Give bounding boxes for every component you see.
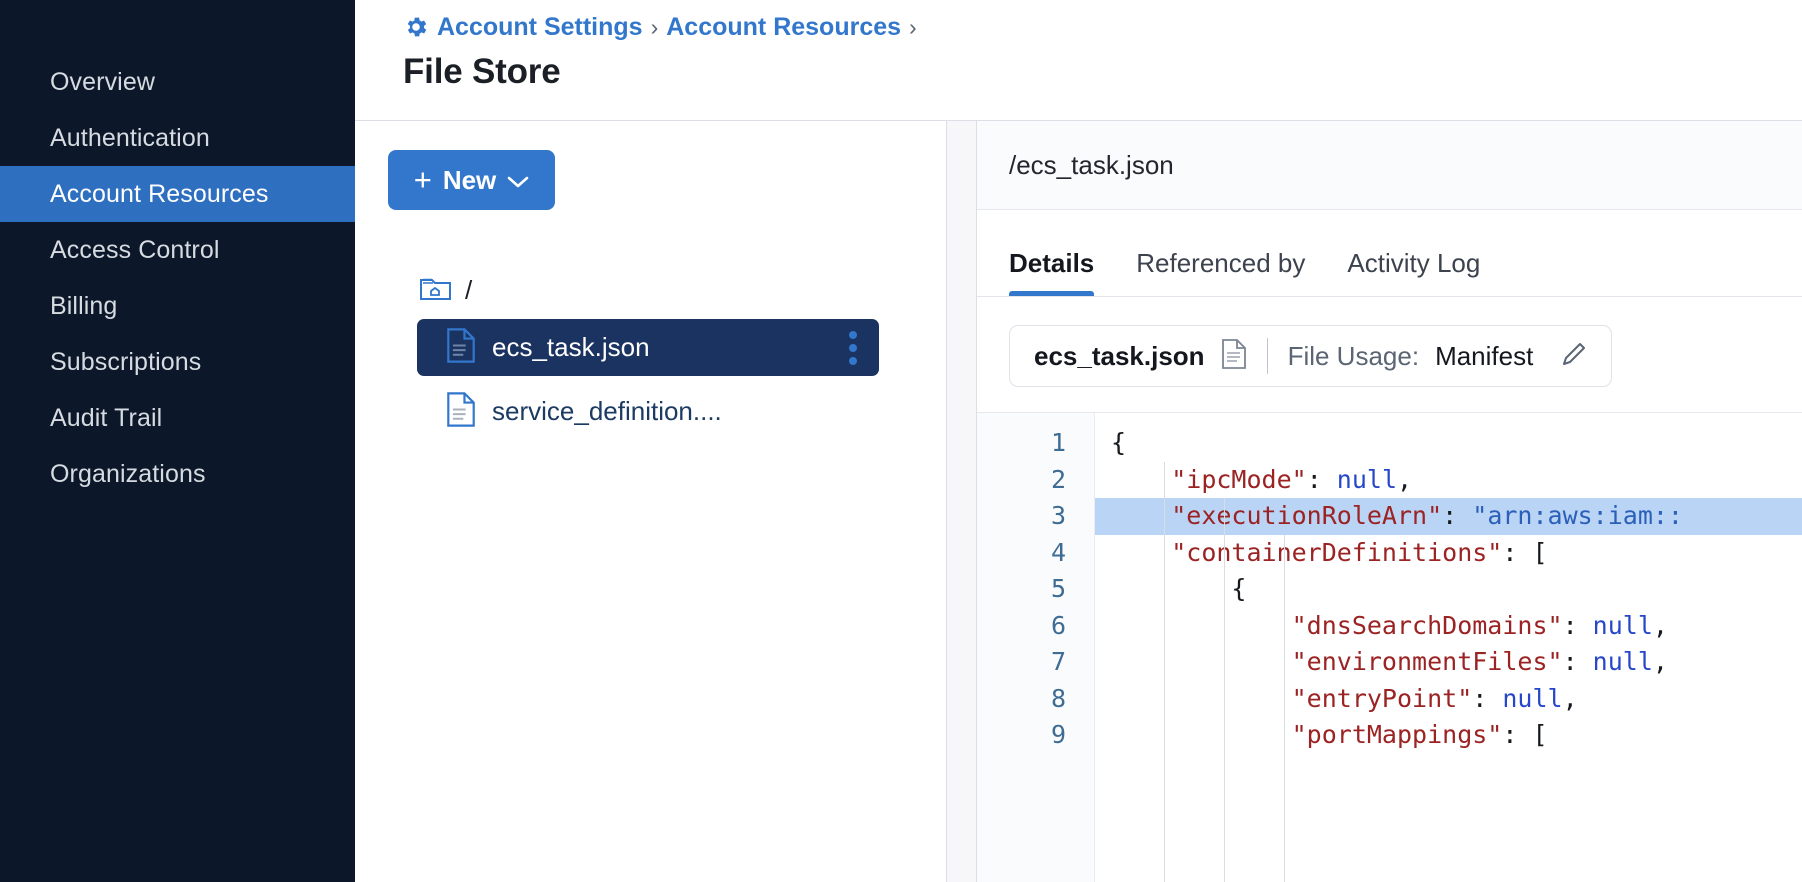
usage-card-wrap: ecs_task.json File Usage: Manifest bbox=[977, 297, 1802, 387]
file-path-bar: /ecs_task.json bbox=[977, 121, 1802, 210]
detail-tabs: Details Referenced by Activity Log bbox=[977, 210, 1802, 297]
sidebar-item-label: Organizations bbox=[50, 460, 206, 489]
sidebar-item-label: Billing bbox=[50, 292, 117, 321]
file-path-text: /ecs_task.json bbox=[1009, 150, 1174, 181]
file-tree-panel: + New bbox=[355, 121, 946, 882]
document-icon bbox=[1221, 338, 1247, 375]
line-number: 8 bbox=[977, 681, 1094, 718]
sidebar-item-audit-trail[interactable]: Audit Trail bbox=[0, 390, 355, 446]
sidebar-item-label: Audit Trail bbox=[50, 404, 162, 433]
sidebar-nav: OverviewAuthenticationAccount ResourcesA… bbox=[0, 0, 355, 882]
code-line-numbers: 123456789 bbox=[977, 413, 1095, 882]
line-number: 2 bbox=[977, 462, 1094, 499]
file-detail-panel: /ecs_task.json Details Referenced by Activ… bbox=[977, 121, 1802, 882]
file-usage-card: ecs_task.json File Usage: Manifest bbox=[1009, 325, 1612, 387]
code-line: "executionRoleArn": "arn:aws:iam:: bbox=[1095, 498, 1802, 535]
breadcrumb-separator: › bbox=[651, 14, 659, 41]
sidebar-item-organizations[interactable]: Organizations bbox=[0, 446, 355, 502]
file-list: ecs_task.json service_definition.... bbox=[388, 319, 946, 440]
content-body: + New bbox=[355, 121, 1802, 882]
line-number: 3 bbox=[977, 498, 1094, 535]
code-line: "containerDefinitions": [ bbox=[1095, 535, 1802, 572]
kebab-menu-icon[interactable] bbox=[845, 327, 861, 369]
sidebar-item-subscriptions[interactable]: Subscriptions bbox=[0, 334, 355, 390]
sidebar-item-label: Authentication bbox=[50, 124, 210, 153]
tab-activity-log[interactable]: Activity Log bbox=[1347, 248, 1480, 296]
main-area: Account Settings › Account Resources › F… bbox=[355, 0, 1802, 882]
gear-icon bbox=[403, 14, 429, 40]
file-name-label: service_definition.... bbox=[492, 396, 722, 427]
line-number: 5 bbox=[977, 571, 1094, 608]
file-icon bbox=[446, 327, 476, 369]
line-number: 9 bbox=[977, 717, 1094, 754]
panel-divider[interactable] bbox=[946, 121, 977, 882]
code-line: "dnsSearchDomains": null, bbox=[1095, 608, 1802, 645]
code-line: { bbox=[1095, 571, 1802, 608]
folder-home-icon bbox=[418, 273, 454, 308]
file-name-label: ecs_task.json bbox=[492, 332, 650, 363]
code-line: "environmentFiles": null, bbox=[1095, 644, 1802, 681]
code-content[interactable]: { "ipcMode": null, "executionRoleArn": "… bbox=[1095, 413, 1802, 882]
sidebar-item-label: Account Resources bbox=[50, 180, 268, 209]
line-number: 7 bbox=[977, 644, 1094, 681]
sidebar-item-account-resources[interactable]: Account Resources bbox=[0, 166, 355, 222]
sidebar-item-label: Subscriptions bbox=[50, 348, 201, 377]
line-number: 6 bbox=[977, 608, 1094, 645]
line-number: 1 bbox=[977, 425, 1094, 462]
code-viewer[interactable]: 123456789 { "ipcMode": null, "executionR… bbox=[977, 412, 1802, 882]
sidebar-item-label: Access Control bbox=[50, 236, 220, 265]
usage-card-divider bbox=[1267, 338, 1268, 374]
breadcrumb-item-account-resources[interactable]: Account Resources bbox=[666, 13, 901, 42]
breadcrumb-item-account-settings[interactable]: Account Settings bbox=[437, 13, 643, 42]
file-list-item[interactable]: service_definition.... bbox=[417, 383, 879, 440]
file-icon bbox=[446, 391, 476, 433]
code-line: { bbox=[1095, 425, 1802, 462]
file-tree: / ecs_task.json service_definition.... bbox=[388, 268, 946, 440]
chevron-down-icon bbox=[507, 165, 529, 196]
code-line: "portMappings": [ bbox=[1095, 717, 1802, 754]
tree-root-folder[interactable]: / bbox=[388, 268, 946, 312]
breadcrumb-separator-2: › bbox=[909, 14, 917, 41]
usage-card-file-name: ecs_task.json bbox=[1034, 341, 1205, 372]
new-button-label: New bbox=[443, 165, 496, 196]
code-line: "entryPoint": null, bbox=[1095, 681, 1802, 718]
new-button[interactable]: + New bbox=[388, 150, 555, 210]
indent-guide bbox=[1164, 462, 1165, 882]
sidebar-item-authentication[interactable]: Authentication bbox=[0, 110, 355, 166]
breadcrumb: Account Settings › Account Resources › bbox=[403, 0, 1802, 46]
sidebar-item-overview[interactable]: Overview bbox=[0, 54, 355, 110]
plus-icon: + bbox=[414, 164, 432, 195]
usage-card-value: Manifest bbox=[1435, 341, 1533, 372]
sidebar-item-label: Overview bbox=[50, 68, 155, 97]
tree-root-label: / bbox=[465, 275, 472, 306]
usage-card-label: File Usage: bbox=[1288, 341, 1420, 372]
page-title: File Store bbox=[403, 52, 1802, 92]
pencil-icon[interactable] bbox=[1559, 339, 1589, 374]
indent-guide bbox=[1284, 535, 1285, 882]
tab-referenced-by[interactable]: Referenced by bbox=[1136, 248, 1305, 296]
sidebar-item-billing[interactable]: Billing bbox=[0, 278, 355, 334]
code-line: "ipcMode": null, bbox=[1095, 462, 1802, 499]
file-list-item[interactable]: ecs_task.json bbox=[417, 319, 879, 376]
sidebar-item-access-control[interactable]: Access Control bbox=[0, 222, 355, 278]
indent-guide bbox=[1224, 498, 1225, 882]
tab-details[interactable]: Details bbox=[1009, 248, 1094, 296]
page-header: Account Settings › Account Resources › F… bbox=[355, 0, 1802, 121]
line-number: 4 bbox=[977, 535, 1094, 572]
